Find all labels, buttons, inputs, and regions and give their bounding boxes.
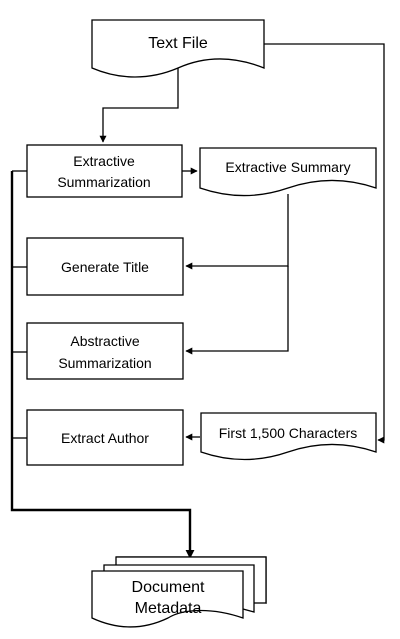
node-abstractive-summarization: Abstractive Summarization — [26, 322, 184, 380]
connector-textfile-to-firstchars — [264, 43, 385, 444]
node-extractive-summarization-line2: Summarization — [57, 174, 150, 190]
node-extract-author-label: Extract Author — [61, 430, 149, 446]
node-generate-title-label: Generate Title — [61, 259, 149, 275]
node-first-characters: First 1,500 Characters — [200, 412, 377, 461]
node-generate-title: Generate Title — [26, 237, 184, 296]
node-text-file-label: Text File — [148, 35, 208, 52]
node-extractive-summary-label: Extractive Summary — [225, 159, 350, 175]
connector-summary-to-abstractive — [185, 266, 289, 355]
node-document-metadata: Document Metadata — [91, 556, 267, 628]
node-extract-author: Extract Author — [26, 409, 184, 466]
node-extractive-summarization: Extractive Summarization — [26, 144, 183, 198]
node-document-metadata-line1: Document — [132, 579, 205, 596]
node-document-metadata-line2: Metadata — [135, 600, 202, 617]
node-abstractive-summarization-line2: Summarization — [58, 355, 151, 371]
node-abstractive-summarization-line1: Abstractive — [70, 333, 139, 349]
node-extractive-summarization-line1: Extractive — [73, 153, 135, 169]
connector-left-bus — [10, 171, 195, 559]
node-text-file: Text File — [91, 19, 265, 78]
connector-textfile-to-extractive — [99, 68, 179, 143]
connector-summary-to-title — [185, 194, 289, 270]
node-first-characters-label: First 1,500 Characters — [219, 425, 358, 441]
node-extractive-summary: Extractive Summary — [199, 147, 377, 197]
